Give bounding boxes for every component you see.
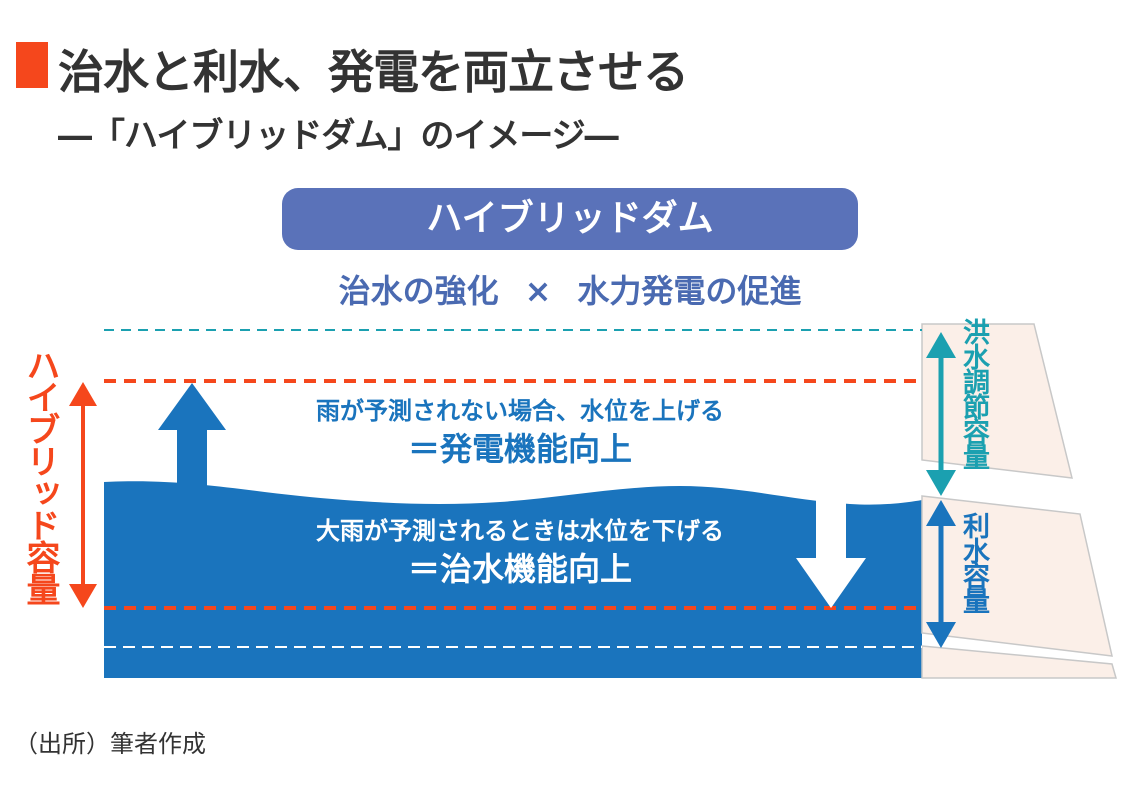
source-note: （出所）筆者作成 bbox=[14, 730, 206, 758]
flood-capacity-arrow-up-icon bbox=[926, 332, 956, 358]
water-use-arrow-up-icon bbox=[926, 500, 956, 526]
tagline: 治水の強化 × 水力発電の促進 bbox=[282, 266, 858, 312]
lower-result: ＝治水機能向上 bbox=[407, 550, 632, 588]
water-use-capacity-label: 利水容量 bbox=[958, 512, 989, 612]
raise-level-arrow-icon bbox=[158, 383, 226, 500]
dam-upper-block bbox=[921, 323, 1073, 479]
lower-level-arrow-icon bbox=[796, 486, 866, 608]
flood-capacity-arrow-down-icon bbox=[926, 470, 956, 496]
hybrid-dam-banner: ハイブリッドダム bbox=[282, 188, 858, 250]
raise-condition: 雨が予測されない場合、水位を上げる bbox=[316, 397, 724, 425]
raise-result: ＝発電機能向上 bbox=[407, 430, 632, 468]
tagline-flood-control: 治水の強化 bbox=[338, 272, 499, 310]
title-marker bbox=[16, 42, 48, 88]
water-use-arrow-down-icon bbox=[926, 622, 956, 648]
tagline-hydropower: 水力発電の促進 bbox=[577, 272, 802, 310]
dam-middle-block bbox=[921, 495, 1113, 657]
reservoir-water bbox=[104, 481, 922, 678]
hybrid-capacity-label: ハイブリッド容量 bbox=[20, 348, 60, 604]
cross-icon: × bbox=[524, 272, 552, 310]
page-subtitle: ―「ハイブリッドダム」のイメージ― bbox=[58, 116, 619, 156]
lower-condition: 大雨が予測されるときは水位を下げる bbox=[316, 517, 724, 545]
hybrid-capacity-arrow-down-icon bbox=[69, 584, 97, 608]
hybrid-capacity-arrow-up-icon bbox=[69, 382, 97, 406]
page-title: 治水と利水、発電を両立させる bbox=[58, 45, 689, 99]
raise-scenario-text: 雨が予測されない場合、水位を上げる ＝発電機能向上 bbox=[230, 394, 810, 470]
dam-lower-block bbox=[921, 645, 1117, 679]
lower-scenario-text: 大雨が予測されるときは水位を下げる ＝治水機能向上 bbox=[230, 514, 810, 590]
flood-control-capacity-label: 洪水調節容量 bbox=[958, 318, 989, 468]
